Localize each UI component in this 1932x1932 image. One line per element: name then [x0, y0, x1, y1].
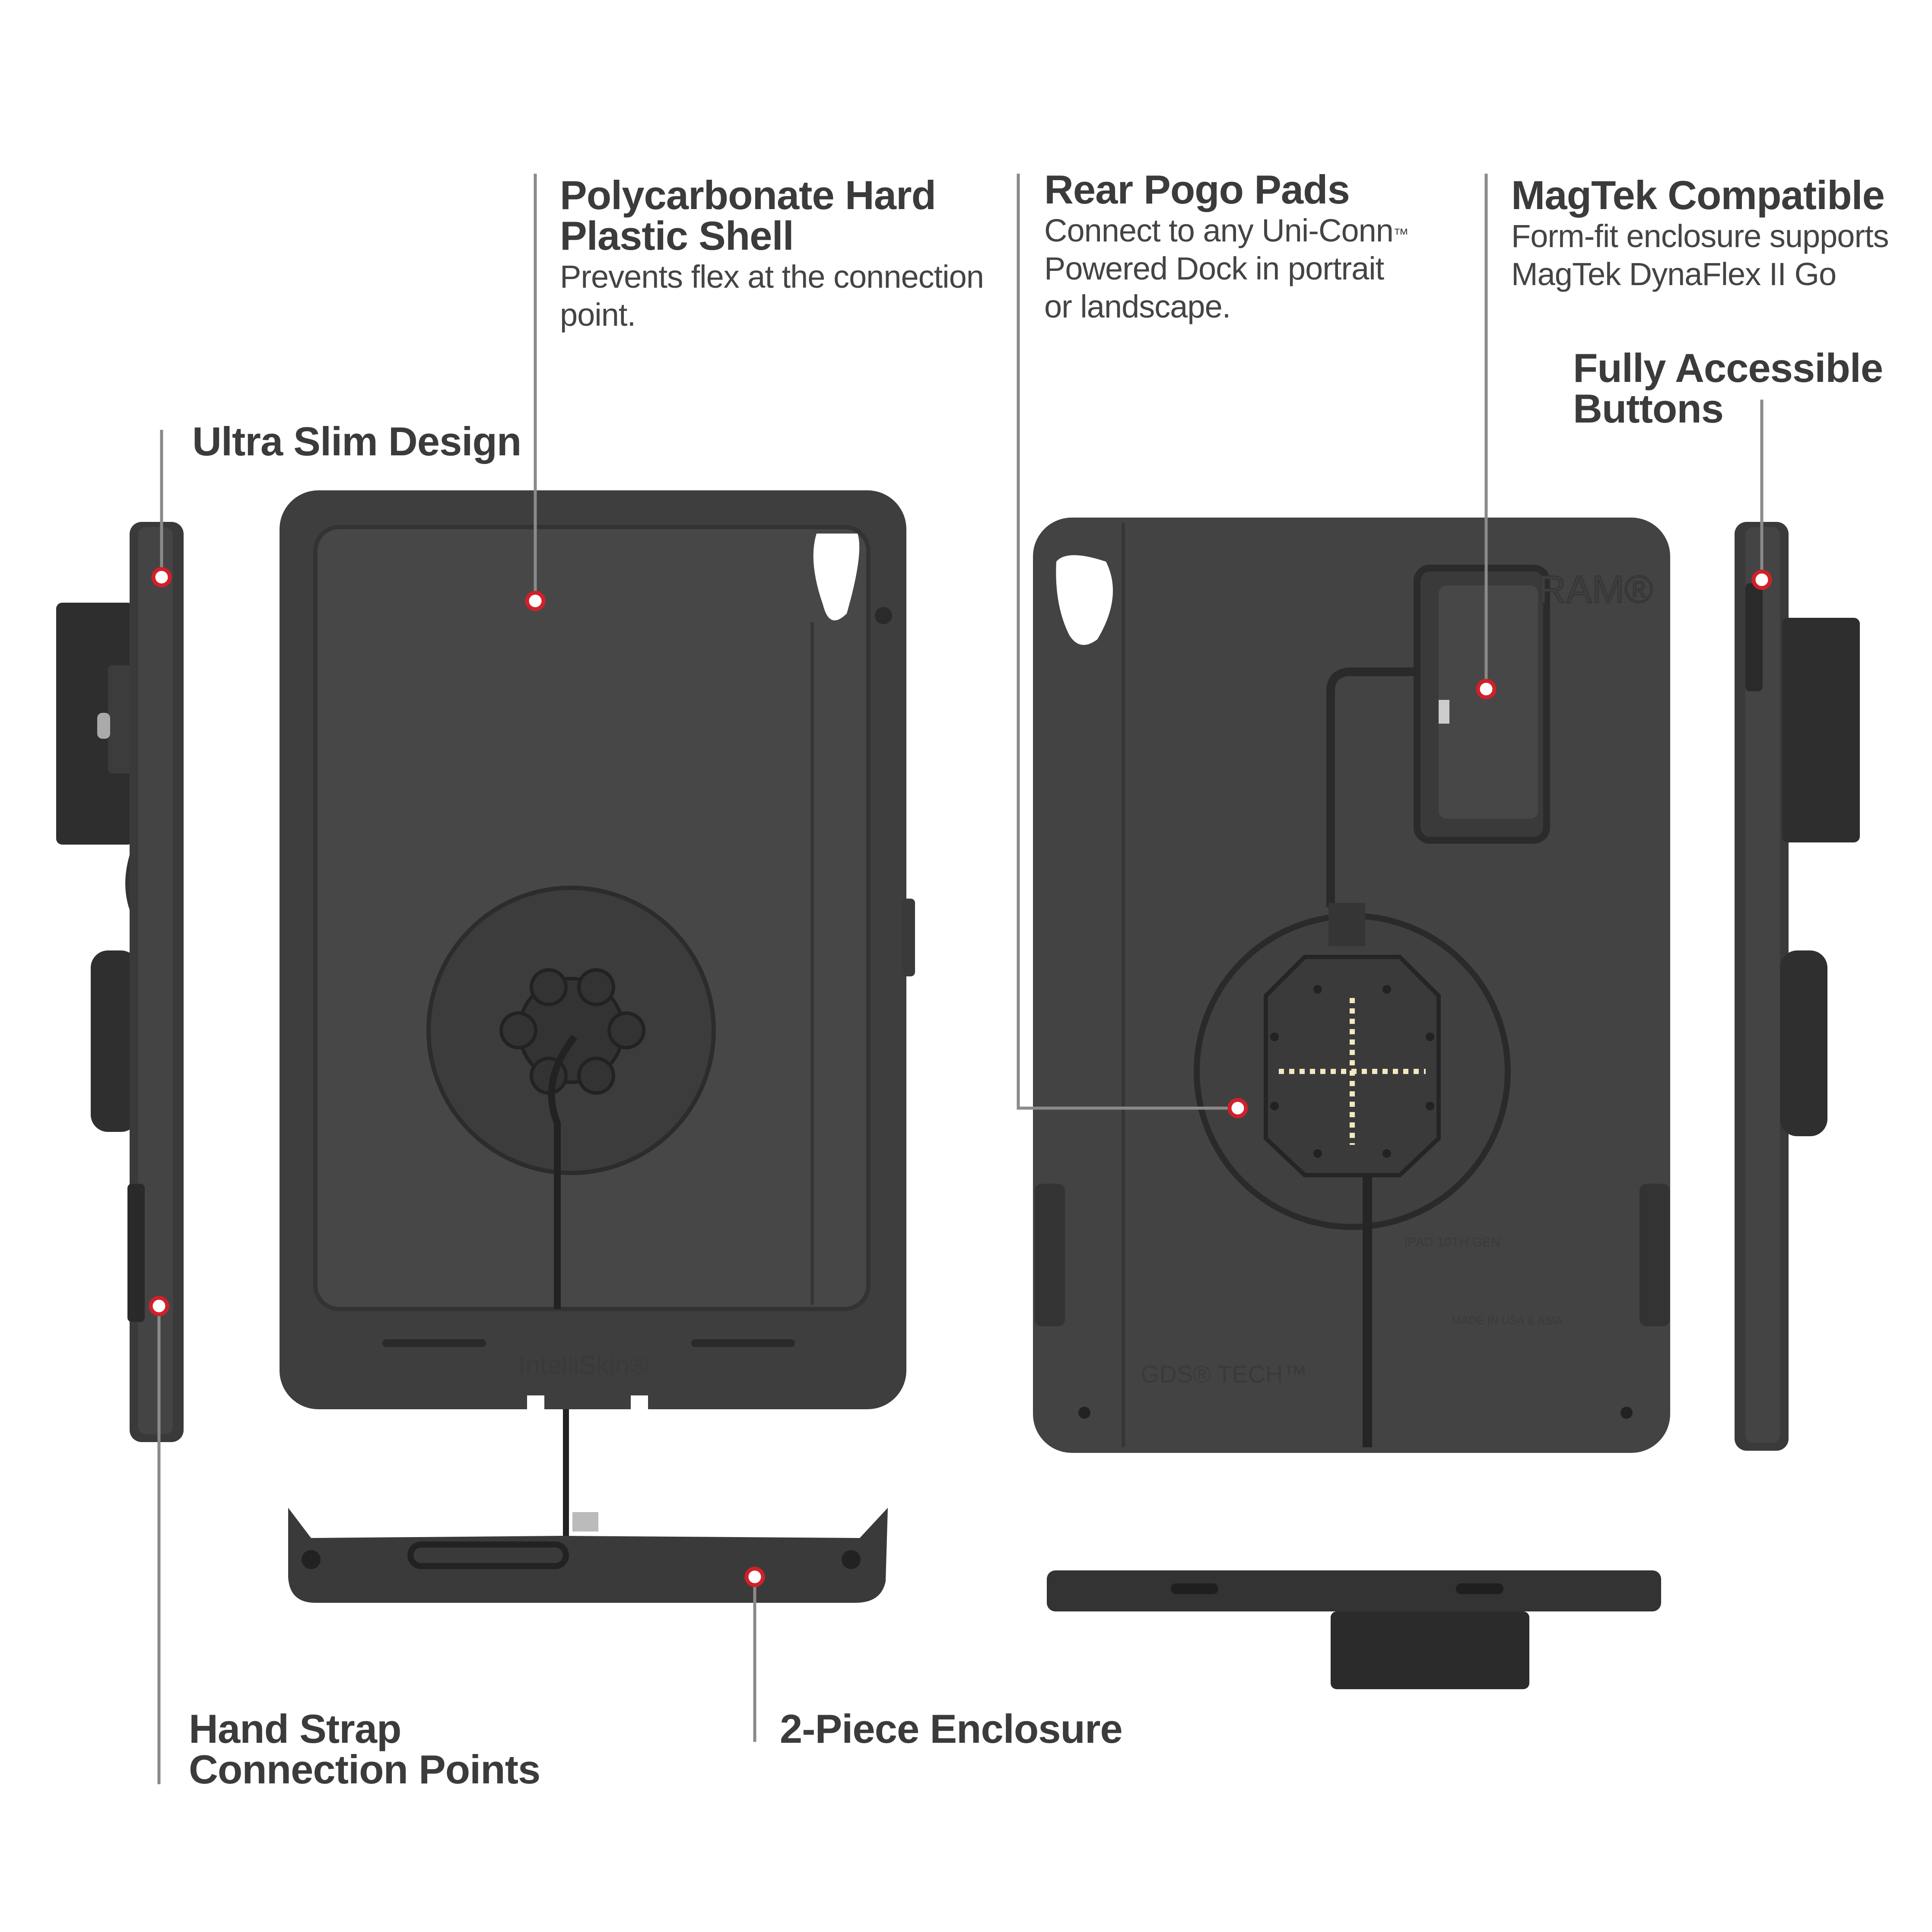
callout-markers	[149, 567, 1772, 1587]
callout-desc-line2: MagTek DynaFlex II Go	[1511, 256, 1837, 292]
callout-desc-line1: Connect to any Uni-Conn	[1044, 213, 1394, 248]
marker-magtek	[1476, 679, 1497, 699]
callout-desc-line2: Powered Dock in portrait	[1044, 251, 1384, 286]
callout-title-line2: Connection Points	[189, 1747, 540, 1792]
rear-made-mark: MADE IN USA & ASIA	[1452, 1314, 1563, 1327]
callout-title: Ultra Slim Design	[192, 419, 521, 464]
callout-title-line2: Plastic Shell	[560, 213, 794, 258]
callout-title: Rear Pogo Pads	[1044, 167, 1350, 212]
callout-rear-pogo: Rear Pogo Pads Connect to any Uni-Conn™ …	[1044, 167, 1409, 326]
trademark-symbol: ™	[1393, 225, 1409, 243]
bottom-enclosure-piece	[288, 1409, 888, 1603]
marker-two-piece	[744, 1567, 765, 1587]
marker-ultra-slim	[151, 567, 172, 588]
front-case: IntelliSkin®	[280, 490, 915, 1413]
callout-two-piece: 2-Piece Enclosure	[780, 1706, 1123, 1751]
rear-model-mark: IPAD 10TH GEN	[1404, 1235, 1500, 1249]
marker-hand-strap	[149, 1296, 169, 1316]
callout-title-line1: Fully Accessible	[1573, 345, 1883, 391]
callout-title-line2: Buttons	[1573, 386, 1724, 431]
right-side-profile	[1735, 522, 1860, 1451]
callout-desc-line3: or landscape.	[1044, 289, 1231, 324]
callout-hand-strap: Hand Strap Connection Points	[189, 1709, 540, 1790]
marker-pogo	[1227, 1098, 1248, 1119]
callout-ultra-slim: Ultra Slim Design	[192, 421, 521, 462]
callout-title: MagTek Compatible	[1511, 172, 1885, 218]
callout-desc-line2: point.	[560, 297, 636, 333]
callout-polycarbonate: Polycarbonate Hard Plastic Shell Prevent…	[560, 175, 984, 334]
callout-title: 2-Piece Enclosure	[780, 1706, 1123, 1751]
callout-buttons: Fully Accessible Buttons	[1573, 348, 1883, 429]
front-logo: IntelliSkin®	[518, 1350, 648, 1379]
leader-lines	[157, 174, 1764, 1784]
callout-desc-line1: Form-fit enclosure supports	[1511, 218, 1889, 254]
rear-brand-mark: RAM®	[1538, 568, 1653, 611]
callout-magtek: MagTek Compatible Form-fit enclosure sup…	[1511, 175, 1889, 293]
rear-case: RAM® IPAD 10TH GEN MADE IN USA & ASIA GD…	[1033, 518, 1670, 1453]
callout-title-line1: Hand Strap	[189, 1706, 401, 1751]
marker-polycarbonate	[525, 591, 546, 611]
rear-gds-mark: GDS® TECH™	[1141, 1360, 1307, 1388]
callout-title-line1: Polycarbonate Hard	[560, 172, 936, 218]
marker-buttons	[1751, 569, 1772, 590]
bottom-edge-view	[1047, 1570, 1661, 1689]
left-side-profile	[56, 522, 184, 1442]
callout-desc-line1: Prevents flex at the connection	[560, 259, 984, 295]
